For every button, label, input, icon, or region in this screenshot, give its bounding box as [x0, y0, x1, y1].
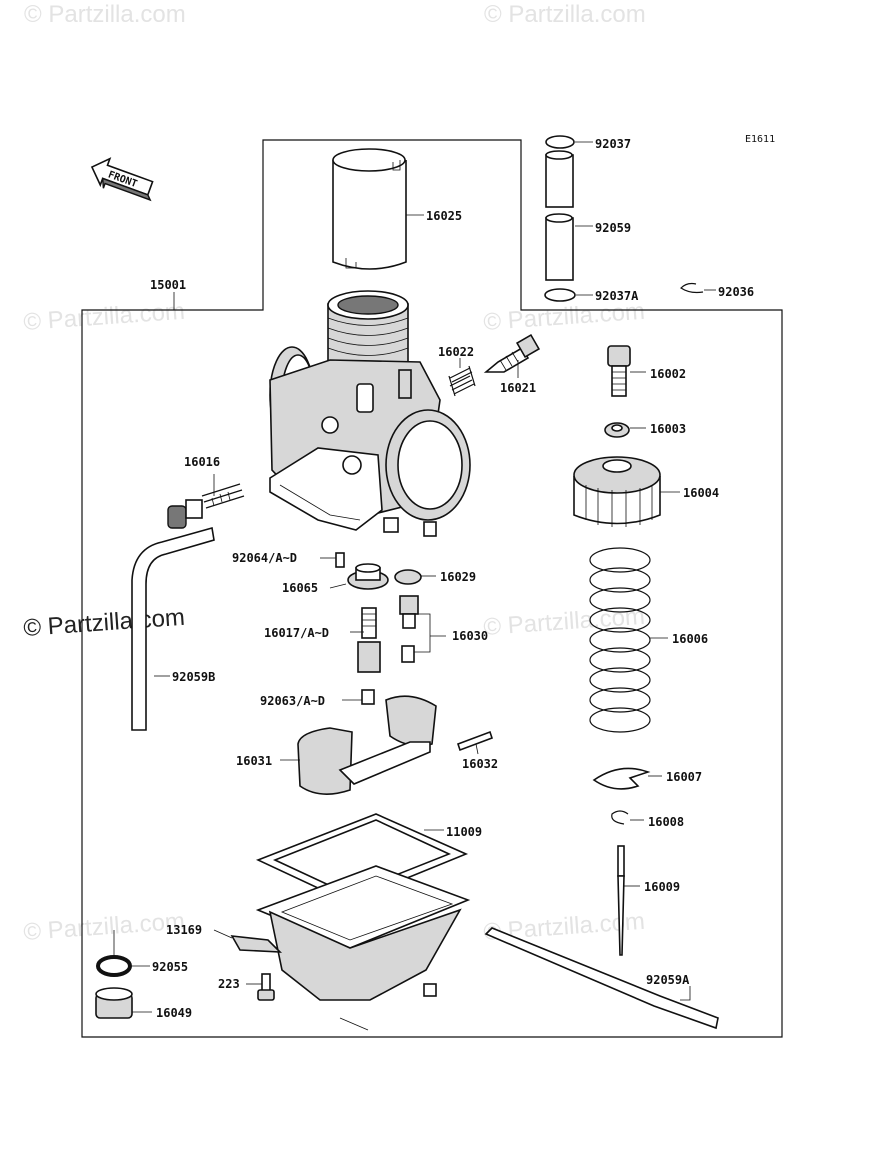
float-chamber — [255, 865, 471, 1001]
label-16032: 16032 — [462, 757, 498, 771]
label-16065: 16065 — [282, 581, 318, 595]
screw-223 — [257, 973, 275, 1001]
spring-16006 — [589, 547, 651, 733]
clip-16008 — [611, 810, 629, 825]
assembly-frame — [81, 139, 783, 1038]
front-arrow-icon: FRONT — [90, 157, 154, 202]
air-screw-16016 — [167, 483, 245, 529]
label-16004: 16004 — [683, 486, 719, 500]
label-92055: 92055 — [152, 960, 188, 974]
pin-16032 — [456, 730, 494, 752]
carburetor-body — [269, 290, 471, 537]
label-16049: 16049 — [156, 1006, 192, 1020]
nut-16003 — [604, 422, 630, 438]
label-16021: 16021 — [500, 381, 536, 395]
watermark-1: © Partzilla.com — [24, 1, 186, 28]
clip-92037A — [544, 288, 576, 302]
label-16017: 16017/A~D — [264, 626, 329, 640]
label-92037: 92037 — [595, 137, 631, 151]
oring-92055 — [96, 955, 132, 977]
label-16030: 16030 — [452, 629, 488, 643]
diagram-code: E1611 — [745, 134, 775, 145]
label-16009: 16009 — [644, 880, 680, 894]
cap-bolt-16002 — [607, 345, 631, 397]
label-16008: 16008 — [648, 815, 684, 829]
jet-92064 — [335, 552, 345, 568]
label-16002: 16002 — [650, 367, 686, 381]
cap-16004 — [573, 456, 661, 527]
watermark-6: © Partzilla.com — [23, 908, 186, 946]
label-92036: 92036 — [718, 285, 754, 299]
label-92059: 92059 — [595, 221, 631, 235]
needle-16009 — [617, 845, 625, 956]
label-92037A: 92037A — [595, 289, 639, 303]
label-16016: 16016 — [184, 455, 220, 469]
jet-92063 — [361, 689, 375, 705]
plate-16007 — [592, 767, 651, 790]
watermark-2: © Partzilla.com — [484, 1, 646, 28]
label-16025: 16025 — [426, 209, 462, 223]
gasket-11009 — [255, 813, 469, 903]
label-92063: 92063/A~D — [260, 694, 325, 708]
watermark-4: © Partzilla.com — [483, 298, 646, 336]
clip-92036 — [680, 282, 704, 294]
label-16029: 16029 — [440, 570, 476, 584]
screw-16021 — [483, 333, 541, 373]
tube-92059 — [545, 150, 574, 281]
copyright-mark: © Partzilla.com — [23, 604, 186, 642]
label-16006: 16006 — [672, 632, 708, 646]
label-15001: 15001 — [150, 278, 186, 292]
holder-16065 — [347, 563, 389, 590]
tube-92059A — [484, 927, 719, 1030]
spring-16022 — [448, 365, 476, 397]
part-labels: 92037 92059 92037A 92036 16025 15001 160… — [150, 137, 754, 1020]
washer-16029 — [394, 569, 422, 585]
float-valve-16030 — [399, 595, 419, 663]
needle-jet-16017 — [357, 607, 381, 673]
clip-92037 — [545, 135, 575, 149]
watermarks: © Partzilla.com © Partzilla.com © Partzi… — [23, 1, 646, 946]
leader-lines — [113, 141, 716, 1031]
watermark-3: © Partzilla.com — [23, 298, 186, 336]
label-16003: 16003 — [650, 422, 686, 436]
float-16031 — [297, 695, 437, 795]
label-13169: 13169 — [166, 923, 202, 937]
label-223: 223 — [218, 977, 240, 991]
label-92059B: 92059B — [172, 670, 215, 684]
plug-16049 — [95, 987, 133, 1019]
label-16007: 16007 — [666, 770, 702, 784]
plate-13169 — [230, 935, 283, 953]
label-16031: 16031 — [236, 754, 272, 768]
label-92064: 92064/A~D — [232, 551, 297, 565]
tube-92059B — [131, 526, 215, 731]
label-16022: 16022 — [438, 345, 474, 359]
label-11009: 11009 — [446, 825, 482, 839]
throttle-valve — [332, 148, 407, 270]
label-92059A: 92059A — [646, 973, 690, 987]
